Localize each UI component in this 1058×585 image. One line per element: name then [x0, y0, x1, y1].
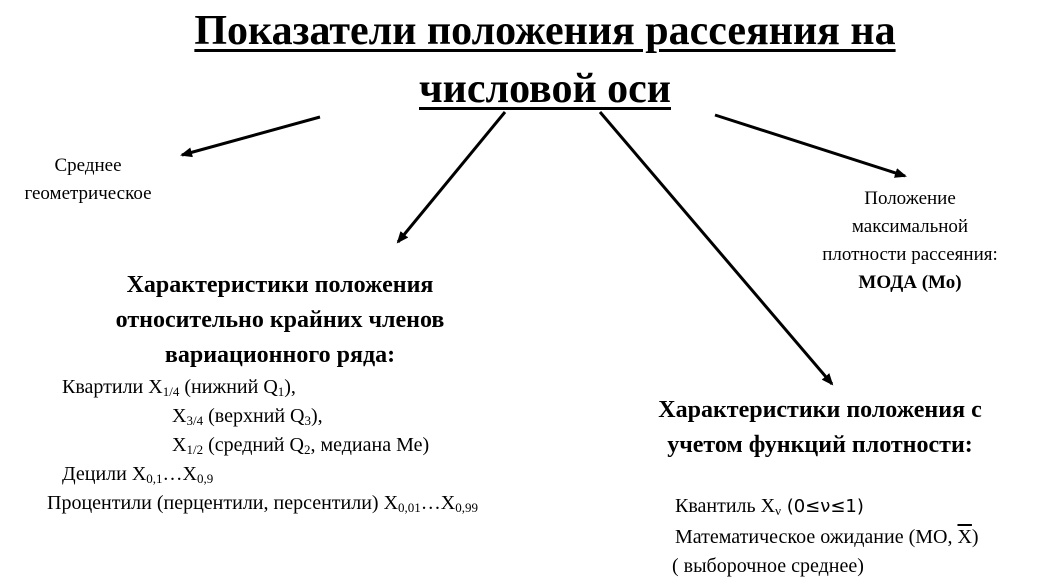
quartile-q1-subscript: 1/4: [162, 384, 180, 399]
q1-index: 1: [277, 384, 285, 399]
expectation-close: ): [971, 526, 979, 548]
quantile-label: Квантиль X: [675, 495, 776, 517]
arrow-to-mode: [714, 113, 907, 178]
sample-mean-line: ( выборочное среднее): [672, 553, 864, 580]
arrow-to-geometric-mean: [180, 115, 321, 158]
decile-dots: …X: [162, 463, 197, 485]
expectation-label: Математическое ожидание (МО,: [675, 526, 958, 548]
q2-index: 2: [303, 442, 311, 457]
extreme-heading-line-3: вариационного ряда:: [164, 342, 396, 368]
percentile-dots: …X: [420, 492, 456, 514]
geometric-mean-line-1: Среднее: [54, 155, 122, 176]
mode-line-4: МОДА (Мо): [858, 272, 962, 293]
arrow-to-extreme-members: [396, 111, 507, 244]
quartile-q3-line: X3/4 (верхний Q3),: [172, 403, 323, 430]
geometric-mean-line-2: геометрическое: [24, 183, 152, 204]
mode-line-3: плотности рассеяния:: [822, 244, 998, 265]
quartile-label: Квартили X: [62, 376, 163, 398]
density-heading-line-2: учетом функций плотности:: [667, 432, 973, 458]
density-heading: Характеристики положения с учетом функци…: [600, 393, 1040, 463]
q3-close: ),: [311, 405, 323, 427]
expectation-symbol: X: [957, 526, 972, 548]
quartile-q2-line: X1/2 (средний Q2, медиана Ме): [172, 432, 429, 459]
quantile-subscript: ν: [775, 503, 781, 518]
decile-label: Децили X: [62, 463, 147, 485]
density-heading-line-1: Характеристики положения с: [658, 397, 982, 423]
quartile-q2-subscript: 1/2: [186, 442, 204, 457]
decile-line: Децили X0,1…X0,9: [62, 461, 213, 488]
quartile-q3-prefix: X: [172, 405, 187, 427]
quantile-line: Квантиль Xν (0≤ν≤1): [675, 493, 864, 520]
percentile-line: Процентили (перцентили, персентили) X0,0…: [47, 490, 561, 517]
percentile-label: Процентили (перцентили, персентили) X: [47, 492, 399, 514]
quartile-q3-subscript: 3/4: [186, 413, 204, 428]
extreme-heading-line-2: относительно крайних членов: [115, 307, 445, 333]
q3-index: 3: [304, 413, 312, 428]
percentile-from-subscript: 0,01: [398, 500, 421, 515]
quartile-q1-text: (нижний Q: [179, 376, 278, 398]
extreme-members-heading: Характеристики положения относительно кр…: [40, 268, 520, 373]
quartile-q1-line: Квартили X1/4 (нижний Q1),: [62, 374, 296, 401]
decile-from-subscript: 0,1: [146, 471, 163, 486]
mode-node: Положение максимальной плотности рассеян…: [790, 185, 1030, 297]
title-line-2: числовой оси: [419, 66, 671, 112]
geometric-mean-node: Среднее геометрическое: [0, 152, 176, 208]
q1-close: ),: [284, 376, 296, 398]
quantile-range: (0≤ν≤1): [780, 496, 864, 517]
percentile-to-subscript: 0,99: [455, 500, 478, 515]
extreme-heading-line-1: Характеристики положения: [126, 272, 434, 298]
q2-close: , медиана Ме): [310, 434, 430, 456]
mode-line-2: максимальной: [851, 216, 969, 237]
quartile-q3-text: (верхний Q: [203, 405, 305, 427]
decile-to-subscript: 0,9: [197, 471, 214, 486]
mode-line-1: Положение: [864, 188, 956, 209]
expectation-line: Математическое ожидание (МО, X): [675, 524, 979, 551]
arrow-to-density: [598, 111, 834, 386]
quartile-q2-prefix: X: [172, 434, 187, 456]
quartile-q2-text: (средний Q: [203, 434, 304, 456]
sample-mean-text: ( выборочное среднее): [672, 555, 864, 577]
title-line-1: Показатели положения рассеяния на: [194, 8, 896, 54]
diagram-title: Показатели положения рассеяния на числов…: [0, 2, 1058, 118]
